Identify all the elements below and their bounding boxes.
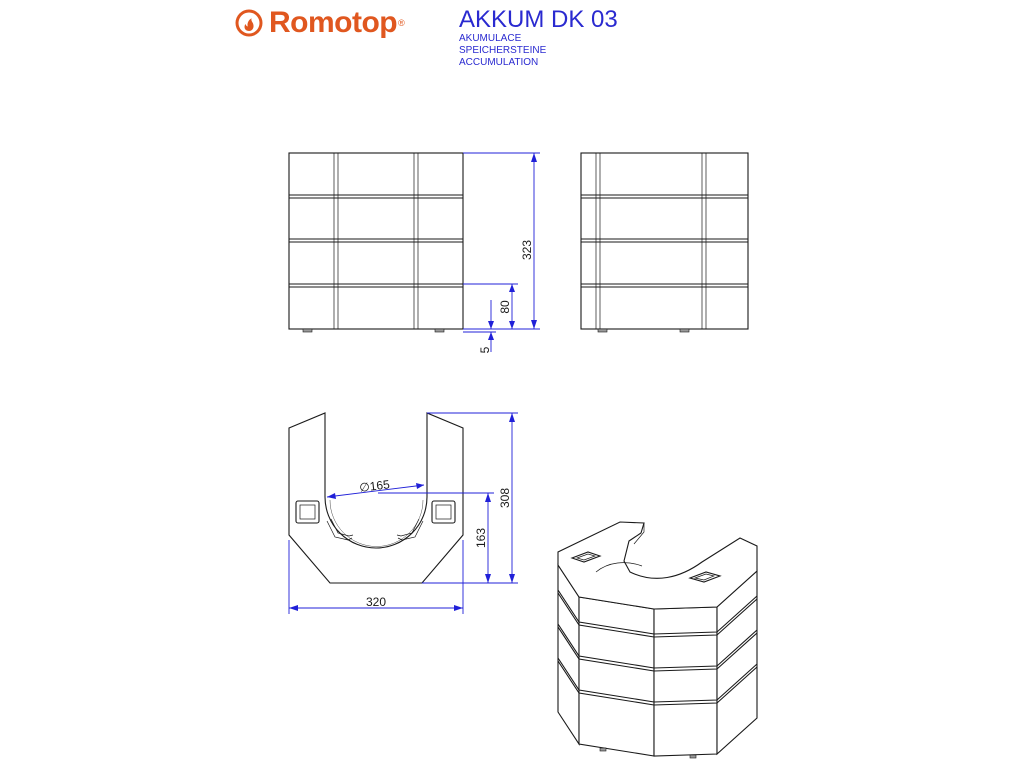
- side-view: [580, 152, 749, 333]
- front-dimensions: [463, 152, 540, 352]
- dim-diameter: ∅165: [359, 477, 391, 495]
- dim-inner-depth: 163: [474, 528, 488, 548]
- product-title: AKKUM DK 03: [459, 6, 618, 33]
- brand-wordmark: Romotop: [269, 6, 398, 39]
- dim-foot-height: 5: [478, 346, 492, 353]
- dim-width: 320: [366, 595, 386, 609]
- title-block: AKKUM DK 03 AKUMULACE SPEICHERSTEINE ACC…: [459, 6, 618, 69]
- dim-depth: 308: [498, 488, 512, 508]
- brand-name: Romotop®: [269, 6, 405, 39]
- isometric-view: [557, 521, 758, 759]
- top-view: [288, 412, 464, 584]
- dim-height-total: 323: [520, 240, 534, 260]
- front-view: [288, 152, 464, 333]
- top-dimensions: [288, 412, 518, 614]
- registered-mark: ®: [398, 18, 405, 28]
- subtitle-de: SPEICHERSTEINE: [459, 45, 547, 56]
- subtitle-cz: AKUMULACE: [459, 33, 522, 44]
- subtitle-en: ACCUMULATION: [459, 57, 539, 68]
- dim-module-height: 80: [498, 300, 512, 314]
- flame-logo-icon: [235, 9, 263, 37]
- romotop-logo: Romotop®: [234, 6, 405, 40]
